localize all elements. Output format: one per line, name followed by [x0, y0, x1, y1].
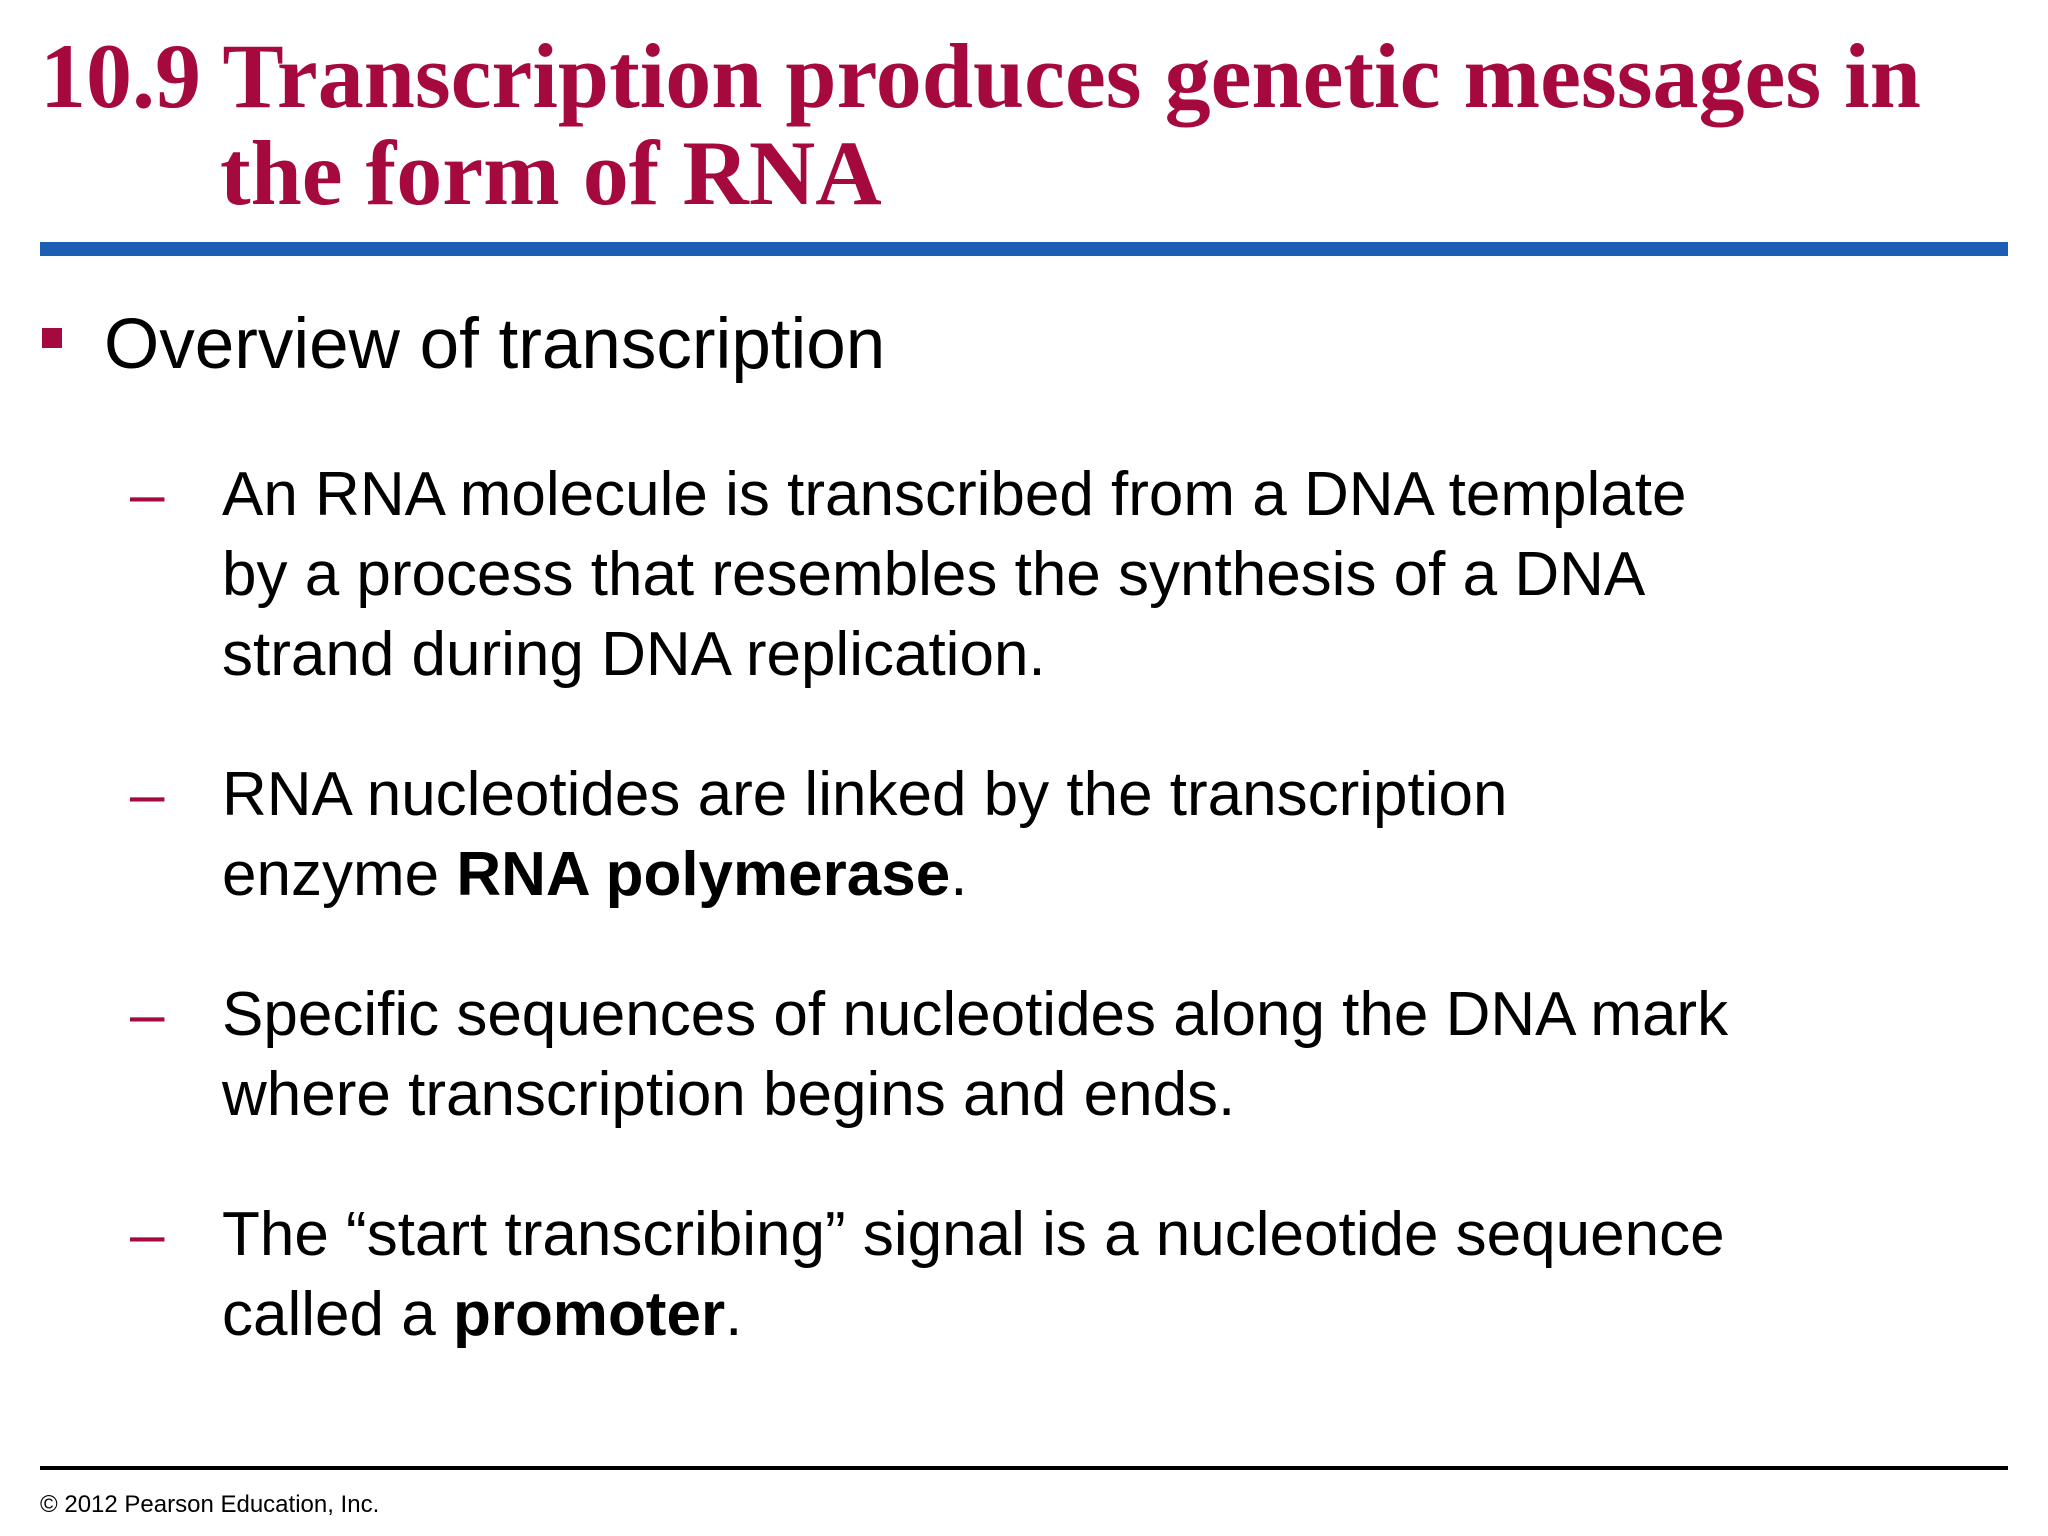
- dash-bullet-icon: –: [130, 1200, 165, 1269]
- sub-bullet-1: – An RNA molecule is transcribed from a …: [130, 455, 1990, 695]
- sub-bullet-1-line-3: strand during DNA replication.: [222, 620, 1046, 689]
- dash-bullet-icon: –: [130, 980, 165, 1049]
- main-bullet: Overview of transcription: [42, 305, 2002, 385]
- sub-bullet-2-line-2: enzyme RNA polymerase.: [222, 835, 1990, 915]
- term-rna-polymerase: RNA polymerase: [456, 840, 951, 909]
- sub-bullet-4-line-2-pre: called a: [222, 1280, 453, 1349]
- sub-bullet-4-line-1: The “start transcribing” signal is a nuc…: [222, 1200, 1725, 1269]
- dash-bullet-icon: –: [130, 460, 165, 529]
- sub-bullet-2-line-2-pre: enzyme: [222, 840, 457, 909]
- square-bullet-icon: [42, 328, 62, 348]
- sub-bullet-4-line-2: called a promoter.: [222, 1275, 1990, 1355]
- sub-bullet-4: – The “start transcribing” signal is a n…: [130, 1195, 1990, 1355]
- slide-title-line-1: 10.9 Transcription produces genetic mess…: [40, 25, 1921, 127]
- copyright-notice: © 2012 Pearson Education, Inc.: [40, 1491, 380, 1518]
- dash-bullet-icon: –: [130, 760, 165, 829]
- sub-bullet-3-line-1: Specific sequences of nucleotides along …: [222, 980, 1729, 1049]
- slide-title: 10.9 Transcription produces genetic mess…: [40, 28, 2000, 222]
- sub-bullet-list: – An RNA molecule is transcribed from a …: [130, 455, 1990, 1415]
- sub-bullet-2-line-1: RNA nucleotides are linked by the transc…: [222, 760, 1508, 829]
- sub-bullet-3-line-2: where transcription begins and ends.: [222, 1060, 1236, 1129]
- sub-bullet-2: – RNA nucleotides are linked by the tran…: [130, 755, 1990, 915]
- sub-bullet-4-line-2-post: .: [725, 1280, 743, 1349]
- sub-bullet-1-line-1: An RNA molecule is transcribed from a DN…: [222, 460, 1687, 529]
- term-promoter: promoter: [452, 1280, 726, 1349]
- footer-divider: [40, 1466, 2008, 1470]
- sub-bullet-2-line-2-post: .: [950, 840, 968, 909]
- sub-bullet-3: – Specific sequences of nucleotides alon…: [130, 975, 1990, 1135]
- title-divider: [40, 242, 2008, 256]
- slide-title-line-2: the form of RNA: [220, 122, 882, 224]
- sub-bullet-1-line-2: by a process that resembles the synthesi…: [222, 540, 1646, 609]
- main-bullet-text: Overview of transcription: [104, 305, 886, 384]
